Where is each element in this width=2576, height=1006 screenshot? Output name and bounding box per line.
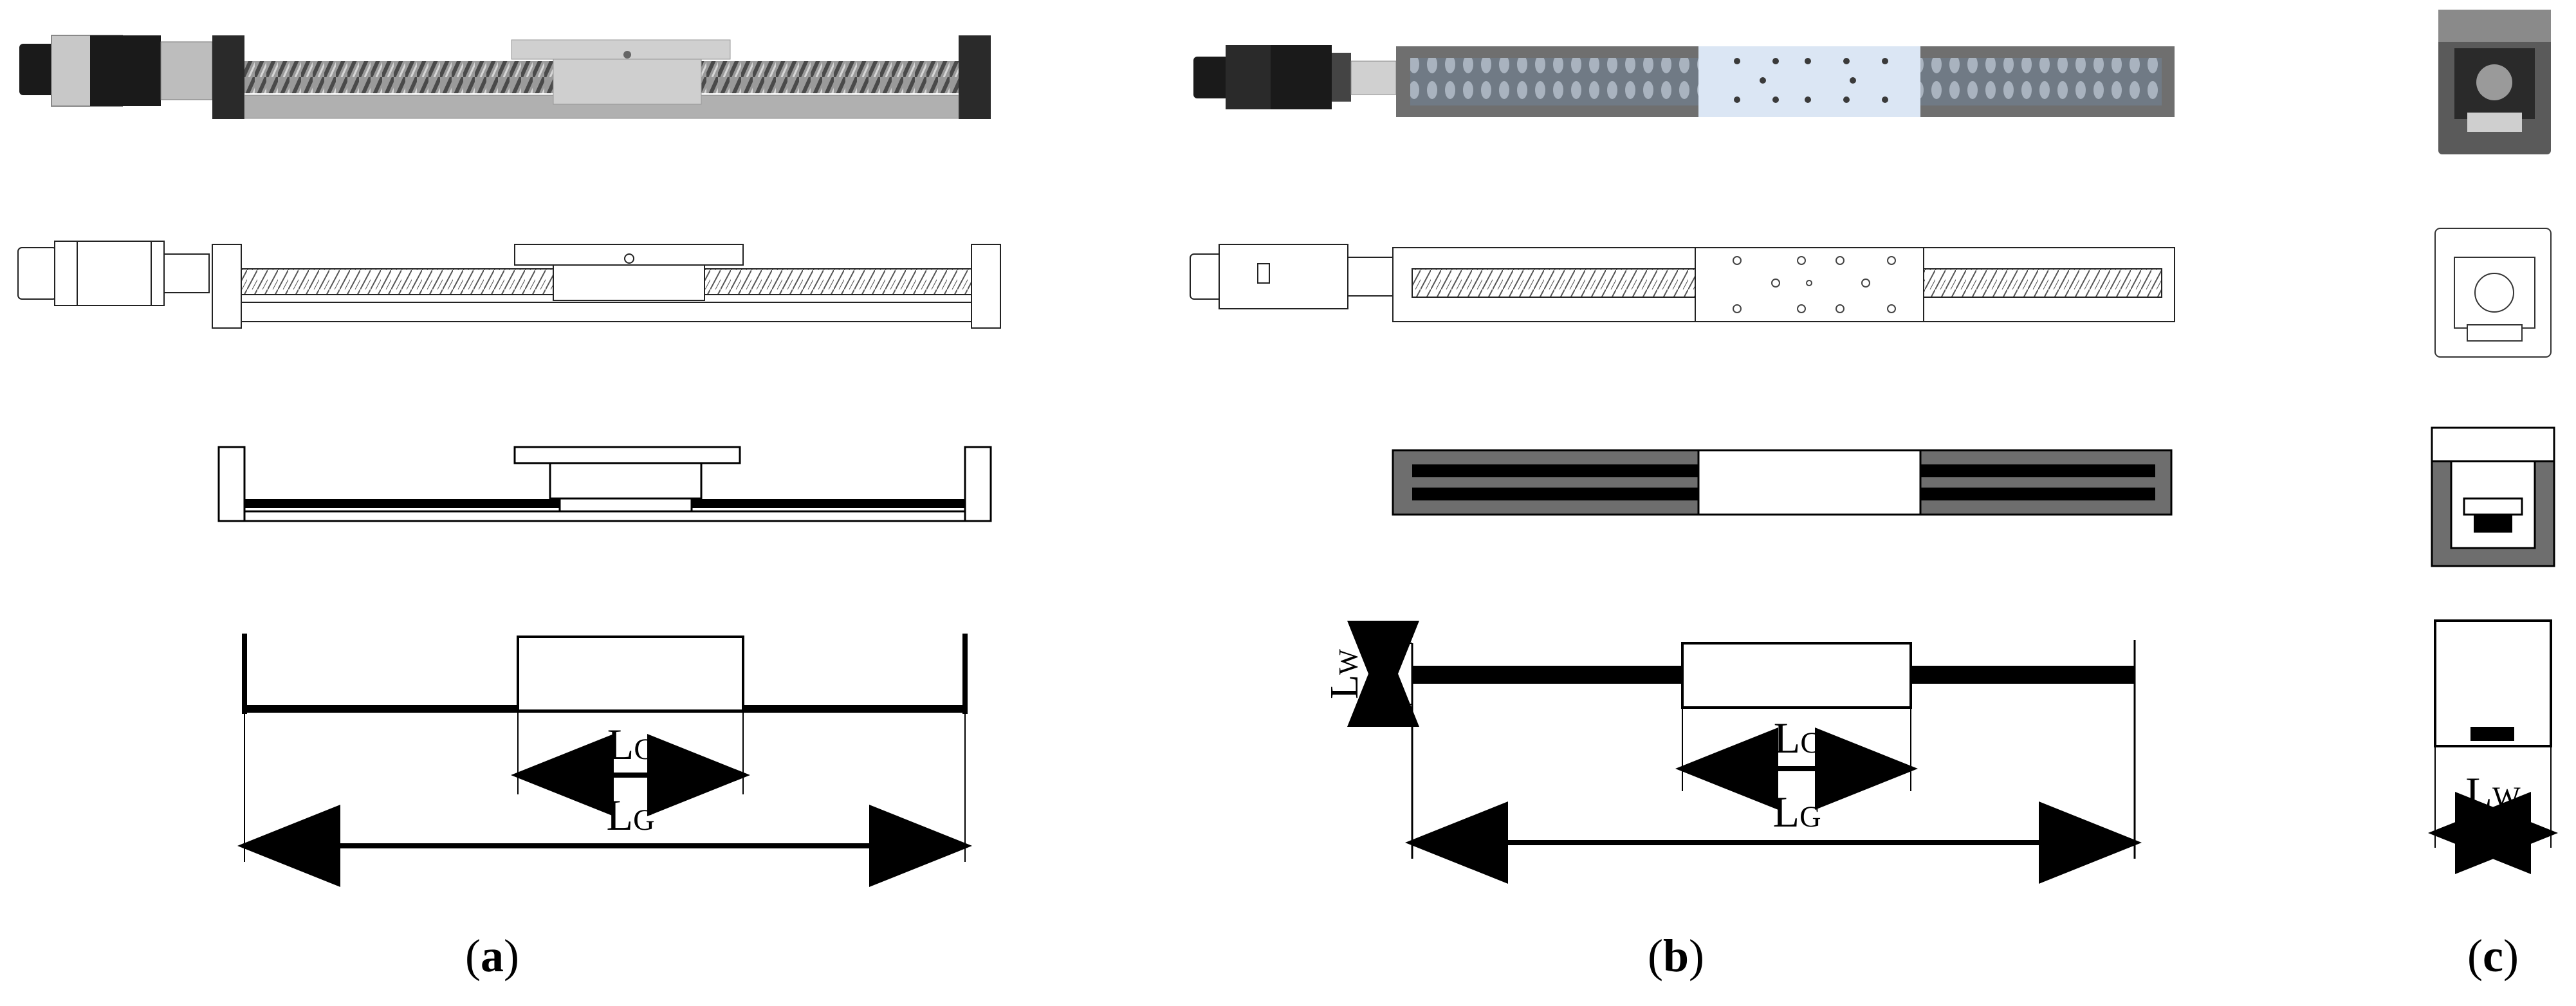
carriage-holes [1734, 58, 1888, 103]
carriage-holes-outline [1733, 256, 1896, 313]
screw-end-outline [2474, 273, 2514, 313]
panel-b-simplified-model [1392, 449, 2173, 516]
motor-connector [1193, 57, 1229, 98]
panel-c-render-end-view [2438, 10, 2551, 154]
panel-a-render-stage [19, 35, 991, 119]
end-plate-left-outline [212, 244, 242, 329]
base-plate [243, 510, 966, 522]
dim-label-lw: LW [1323, 649, 1366, 699]
ball-screw-left-outline [1412, 268, 1696, 298]
carriage-block-outline [553, 264, 705, 301]
panel-c-wireframe-end-view [2434, 228, 2552, 358]
end-housing-top [2438, 10, 2551, 42]
panel-a-caption: (a) [465, 930, 519, 982]
carriage-box [1697, 449, 1922, 516]
panel-c: LW (c) [2428, 10, 2558, 982]
end-wall-left [217, 446, 246, 522]
stepper-motor [1271, 45, 1332, 109]
panel-b-caption: (b) [1648, 930, 1704, 982]
rail-left-bottom [1412, 488, 1702, 500]
screw-end [2476, 64, 2512, 100]
carriage-top [1698, 46, 1920, 117]
panel-c-simplified-end-view [2431, 426, 2555, 567]
panel-b-dimension-diagram: LW LC LG [1323, 621, 2142, 884]
coupling-outline [1347, 257, 1394, 297]
end-section-rail [2470, 727, 2514, 741]
end-slider [2463, 497, 2523, 516]
end-rail [2474, 513, 2512, 533]
carriage-block [553, 59, 702, 105]
carriage-bolt-outline [624, 253, 634, 264]
motor-endcap [1226, 45, 1271, 109]
motor-connector [19, 44, 58, 95]
motor-coupling [160, 41, 213, 100]
ball-screw-right [1920, 58, 2162, 105]
panel-a: LC LG (a) [17, 35, 1001, 982]
panel-a-simplified-model [217, 446, 992, 522]
dim-label-lc: LC [1774, 713, 1820, 762]
slider-end [2467, 113, 2522, 132]
end-section-box [2434, 619, 2552, 747]
end-plate-right-outline [971, 244, 1001, 329]
rail-left-top [1412, 464, 1702, 477]
end-top-cap [2431, 426, 2555, 462]
slider-end-outline [2467, 324, 2523, 342]
motor-connector-outline [1190, 253, 1223, 300]
carriage-bolt [623, 51, 631, 59]
panel-c-dimension-diagram: LW [2428, 619, 2558, 874]
dim-label-lc: LC [607, 720, 654, 769]
carriage-box [1681, 642, 1912, 709]
dim-label-lw: LW [2465, 768, 2521, 817]
base-rail-outline [241, 302, 972, 322]
top-plate [513, 446, 741, 464]
motor-coupling [1350, 60, 1397, 95]
slider-block [549, 462, 703, 500]
motor-port-outline [1257, 263, 1270, 284]
motor-connector-outline [17, 247, 57, 300]
rail-right-bottom [1920, 488, 2155, 500]
dim-label-lg: LG [1773, 787, 1821, 836]
panel-b-wireframe-stage [1190, 244, 2175, 322]
panel-a-wireframe-stage [17, 241, 1001, 329]
panel-c-caption: (c) [2467, 930, 2519, 982]
rail-right-top [1920, 464, 2155, 477]
dim-label-lg: LG [607, 791, 655, 839]
slider-base [558, 497, 693, 513]
ball-screw-left [1410, 58, 1700, 105]
end-plate-right [959, 35, 991, 119]
panel-b-render-stage [1193, 45, 2175, 117]
motor-outline [1219, 244, 1348, 309]
stepper-motor [90, 35, 161, 106]
ball-screw-right-outline [1923, 268, 2162, 298]
panel-a-dimension-diagram: LC LG [237, 634, 972, 887]
coupling-outline [163, 253, 210, 293]
carriage-box [517, 636, 744, 712]
carriage-plate [511, 39, 731, 60]
end-plate-left [212, 35, 244, 119]
motor-flange [1332, 53, 1351, 102]
motor-outline [54, 241, 165, 306]
end-wall-right [964, 446, 992, 522]
panel-b: LW LC LG (b) [1190, 45, 2175, 982]
